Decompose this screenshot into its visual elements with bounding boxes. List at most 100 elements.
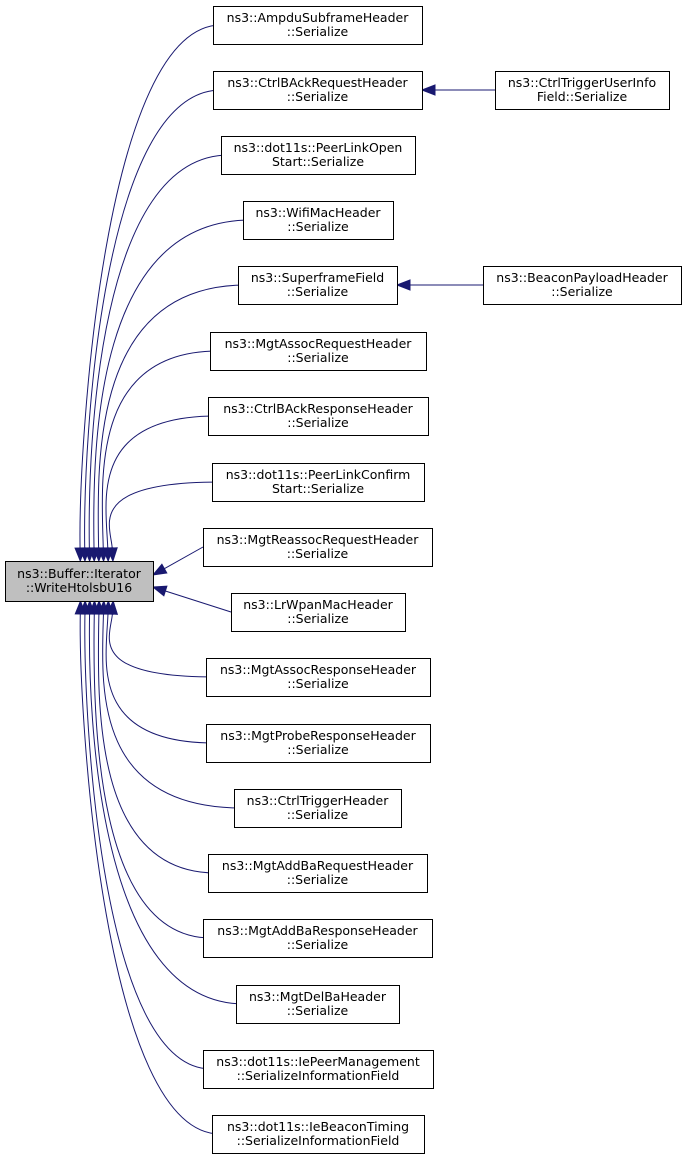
edge-line bbox=[97, 613, 217, 874]
node-label-line2: ::Serialize bbox=[287, 546, 349, 561]
edge-line bbox=[105, 415, 217, 549]
node-box bbox=[206, 724, 431, 763]
node-label-line1: ns3::dot11s::IeBeaconTiming bbox=[227, 1119, 409, 1134]
node-label-line1: ns3::BeaconPayloadHeader bbox=[496, 270, 668, 285]
node-label-line1: ns3::MgtAssocRequestHeader bbox=[225, 336, 413, 351]
caller-node-n13[interactable]: ns3::CtrlTriggerHeader::Serialize bbox=[234, 789, 402, 828]
node-label-line2: ::Serialize bbox=[287, 676, 349, 691]
edge-arrowhead bbox=[106, 547, 118, 563]
caller-node-n18[interactable]: ns3::dot11s::IeBeaconTiming::SerializeIn… bbox=[212, 1115, 425, 1154]
edge-n9-to-root bbox=[151, 546, 204, 576]
node-box bbox=[208, 854, 428, 893]
node-label-line2: ::Serialize bbox=[287, 872, 349, 887]
node-label-line2: ::Serialize bbox=[287, 611, 349, 626]
caller-node-n12[interactable]: ns3::MgtProbeResponseHeader::Serialize bbox=[206, 724, 431, 763]
edge-line bbox=[84, 613, 212, 1070]
caller-node-n1[interactable]: ns3::AmpduSubframeHeader::Serialize bbox=[213, 6, 423, 45]
node-box bbox=[234, 789, 402, 828]
node-label-line2: Start::Serialize bbox=[272, 481, 364, 496]
caller-node-n6[interactable]: ns3::MgtAssocRequestHeader::Serialize bbox=[210, 332, 427, 371]
edges-layer bbox=[74, 24, 495, 1135]
node-box bbox=[203, 528, 433, 567]
node-label-line1: ns3::CtrlTriggerHeader bbox=[247, 793, 390, 808]
caller-node-n7[interactable]: ns3::CtrlBAckResponseHeader::Serialize bbox=[208, 397, 429, 436]
node-box bbox=[208, 397, 429, 436]
edge-line bbox=[88, 613, 245, 1005]
edge-arrowhead bbox=[151, 563, 168, 576]
node-label-line1: ns3::MgtAddBaResponseHeader bbox=[217, 923, 418, 938]
edge-line bbox=[108, 481, 221, 549]
node-label-line1: ns3::SuperframeField bbox=[251, 270, 384, 285]
edge-line bbox=[79, 613, 221, 1135]
edge-n6-to-root bbox=[97, 350, 219, 563]
edge-n1-to-root bbox=[74, 24, 222, 563]
edge-line bbox=[84, 89, 222, 549]
edge-line bbox=[93, 613, 212, 939]
edge-arrowhead bbox=[74, 599, 87, 615]
node-box bbox=[206, 658, 431, 697]
caller-node-n4[interactable]: ns3::WifiMacHeader::Serialize bbox=[243, 201, 394, 240]
edge-line bbox=[88, 154, 230, 549]
edge-n2b-to-n2 bbox=[420, 84, 495, 96]
caller-node-n8[interactable]: ns3::dot11s::PeerLinkConfirmStart::Seria… bbox=[212, 463, 425, 502]
caller-node-n5b[interactable]: ns3::BeaconPayloadHeader::Serialize bbox=[483, 266, 682, 305]
node-box bbox=[483, 266, 682, 305]
node-label-line2: ::Serialize bbox=[287, 284, 349, 299]
node-label-line2: ::WriteHtolsbU16 bbox=[26, 580, 132, 595]
caller-node-n11[interactable]: ns3::MgtAssocResponseHeader::Serialize bbox=[206, 658, 431, 697]
node-label-line1: ns3::CtrlBAckRequestHeader bbox=[227, 75, 408, 90]
node-label-line2: Start::Serialize bbox=[272, 154, 364, 169]
node-label-line2: ::Serialize bbox=[287, 24, 349, 39]
node-label-line1: ns3::dot11s::IePeerManagement bbox=[216, 1054, 420, 1069]
caller-node-n15[interactable]: ns3::MgtAddBaResponseHeader::Serialize bbox=[203, 919, 433, 958]
root-node[interactable]: ns3::Buffer::Iterator::WriteHtolsbU16 bbox=[5, 561, 154, 602]
node-box bbox=[203, 1050, 434, 1089]
edge-line bbox=[164, 546, 204, 570]
node-label-line1: ns3::WifiMacHeader bbox=[255, 205, 381, 220]
edge-line bbox=[93, 219, 252, 549]
edge-line bbox=[97, 284, 247, 549]
node-label-line2: ::Serialize bbox=[287, 219, 349, 234]
caller-node-n5[interactable]: ns3::SuperframeField::Serialize bbox=[238, 266, 398, 305]
edge-arrowhead bbox=[151, 585, 168, 597]
node-label-line2: ::Serialize bbox=[551, 284, 613, 299]
node-label-line2: ::Serialize bbox=[287, 742, 349, 757]
node-box bbox=[238, 266, 398, 305]
caller-node-n2[interactable]: ns3::CtrlBAckRequestHeader::Serialize bbox=[213, 71, 423, 110]
node-label-line2: ::SerializeInformationField bbox=[237, 1133, 400, 1148]
node-box bbox=[221, 136, 416, 175]
edge-n18-to-root bbox=[74, 599, 221, 1135]
node-label-line2: ::Serialize bbox=[287, 415, 349, 430]
edge-line bbox=[102, 613, 243, 809]
caller-node-n16[interactable]: ns3::MgtDelBaHeader::Serialize bbox=[236, 985, 400, 1024]
caller-node-n17[interactable]: ns3::dot11s::IePeerManagement::Serialize… bbox=[203, 1050, 434, 1089]
node-label-line1: ns3::LrWpanMacHeader bbox=[243, 597, 393, 612]
node-box bbox=[203, 919, 433, 958]
node-label-line1: ns3::MgtDelBaHeader bbox=[249, 989, 387, 1004]
caller-node-n9[interactable]: ns3::MgtReassocRequestHeader::Serialize bbox=[203, 528, 433, 567]
node-box bbox=[212, 463, 425, 502]
caller-node-n10[interactable]: ns3::LrWpanMacHeader::Serialize bbox=[231, 593, 406, 632]
node-label-line1: ns3::MgtAssocResponseHeader bbox=[220, 662, 417, 677]
node-label-line1: ns3::dot11s::PeerLinkConfirm bbox=[226, 467, 411, 482]
edge-n14-to-root bbox=[93, 599, 217, 874]
edge-n17-to-root bbox=[79, 599, 212, 1070]
node-label-line1: ns3::dot11s::PeerLinkOpen bbox=[234, 140, 403, 155]
caller-node-n14[interactable]: ns3::MgtAddBaRequestHeader::Serialize bbox=[208, 854, 428, 893]
edge-arrowhead bbox=[420, 84, 436, 96]
node-box bbox=[5, 561, 154, 602]
edge-n8-to-root bbox=[106, 481, 221, 563]
node-box bbox=[243, 201, 394, 240]
caller-node-n3[interactable]: ns3::dot11s::PeerLinkOpenStart::Serializ… bbox=[221, 136, 416, 175]
edge-line bbox=[108, 613, 215, 678]
node-label-line1: ns3::CtrlBAckResponseHeader bbox=[223, 401, 413, 416]
node-label-line2: ::Serialize bbox=[287, 807, 349, 822]
node-label-line1: ns3::Buffer::Iterator bbox=[17, 566, 142, 581]
edge-line bbox=[165, 590, 232, 613]
edge-line bbox=[79, 24, 222, 549]
node-label-line2: ::Serialize bbox=[287, 89, 349, 104]
edge-arrowhead bbox=[395, 279, 411, 291]
node-box bbox=[212, 1115, 425, 1154]
node-box bbox=[495, 71, 670, 110]
